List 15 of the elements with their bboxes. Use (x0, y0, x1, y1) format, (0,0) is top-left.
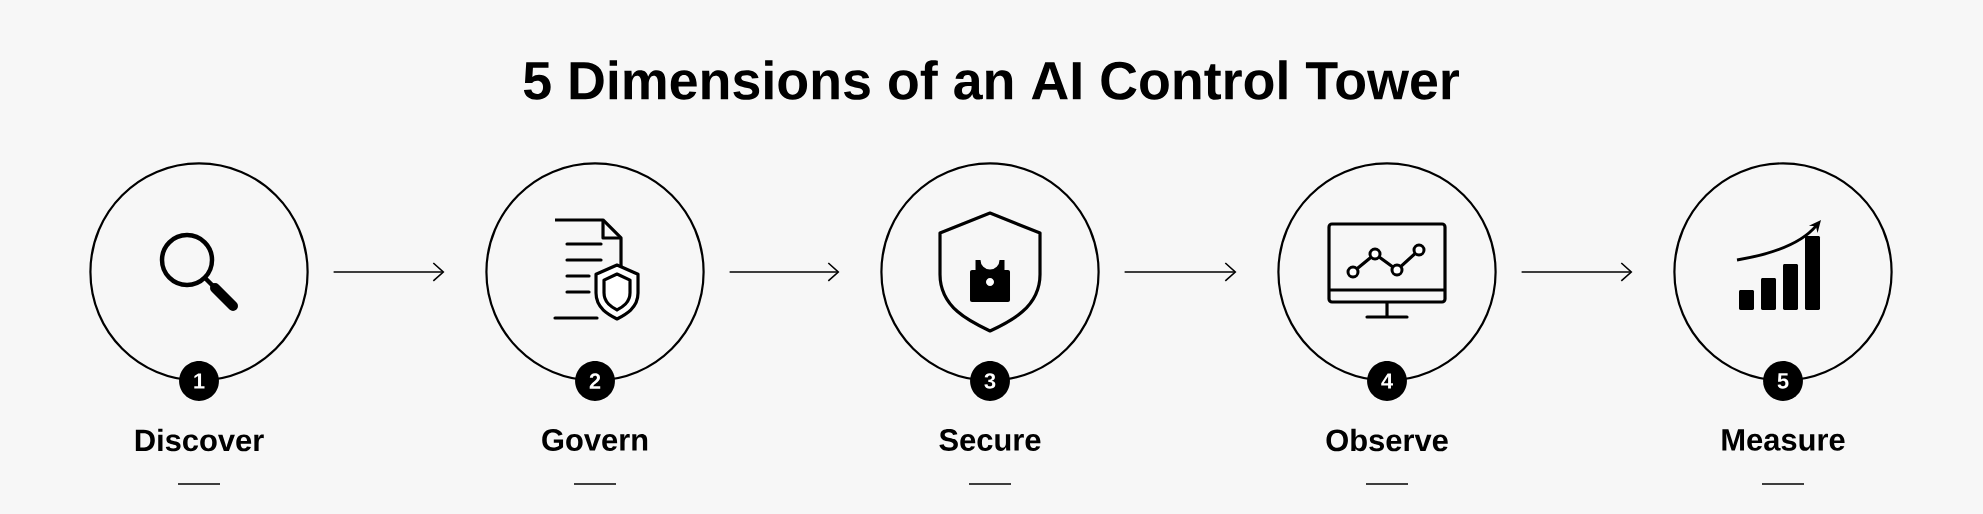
arrow (332, 262, 445, 282)
number-badge: 4 (1367, 361, 1407, 401)
number-badge: 1 (179, 361, 219, 401)
number-badge: 3 (970, 361, 1010, 401)
arrow (1520, 262, 1633, 282)
arrow (1123, 262, 1237, 282)
step-label: Observe (1326, 428, 1448, 452)
arrow (728, 262, 840, 282)
title: 5 Dimensions of an AI Control Tower (523, 60, 1459, 100)
number-badge: 2 (575, 361, 615, 401)
step-label: Secure (939, 429, 1041, 451)
step-label: Measure (1722, 429, 1845, 451)
number-badge: 5 (1763, 361, 1803, 401)
step-label: Govern (542, 429, 648, 451)
step-label: Discover (135, 428, 264, 452)
